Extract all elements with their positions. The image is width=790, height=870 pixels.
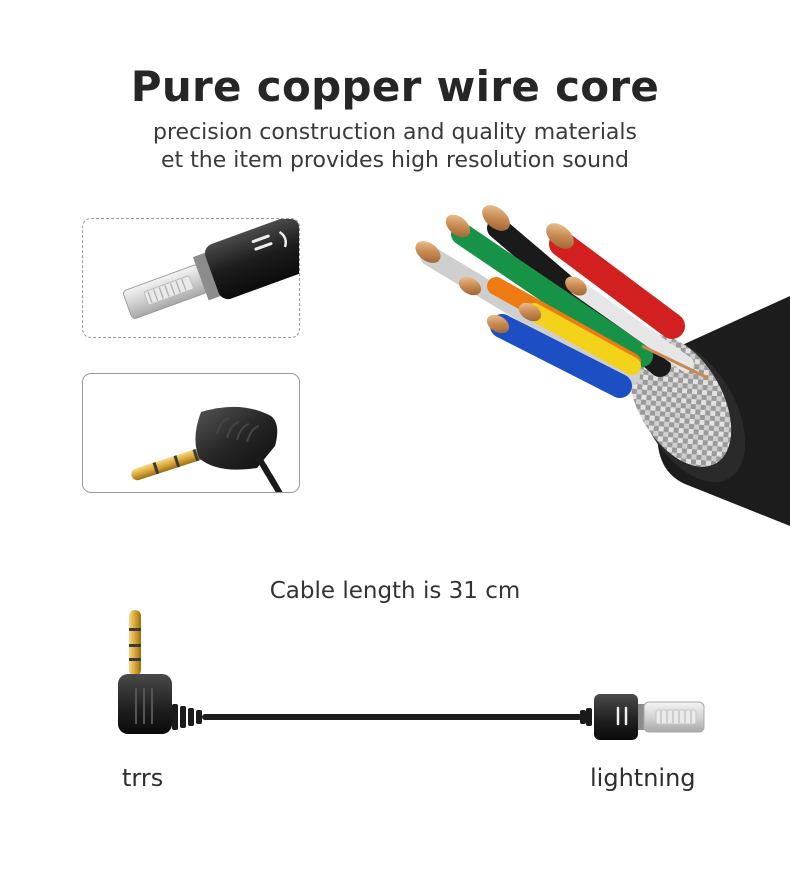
lightning-connector-closeup xyxy=(82,218,300,338)
lightning-housing xyxy=(594,694,638,740)
lightning-plug-illustration xyxy=(122,219,299,319)
cable-length-label: Cable length is 31 cm xyxy=(269,578,521,604)
trrs-plug-illustration xyxy=(131,406,283,492)
full-cable-illustration xyxy=(118,610,705,740)
copper-wire-core-illustration xyxy=(415,205,790,526)
trrs-gold-pin xyxy=(129,610,141,676)
subtitle-line-1: precision construction and quality mater… xyxy=(153,120,637,145)
trrs-label: trrs xyxy=(122,764,164,792)
trrs-connector-closeup xyxy=(82,373,300,493)
headline: Pure copper wire core xyxy=(130,62,660,111)
cable-wire xyxy=(202,714,582,720)
lightning-label: lightning xyxy=(590,764,696,792)
subtitle-line-2: et the item provides high resolution sou… xyxy=(161,148,629,173)
